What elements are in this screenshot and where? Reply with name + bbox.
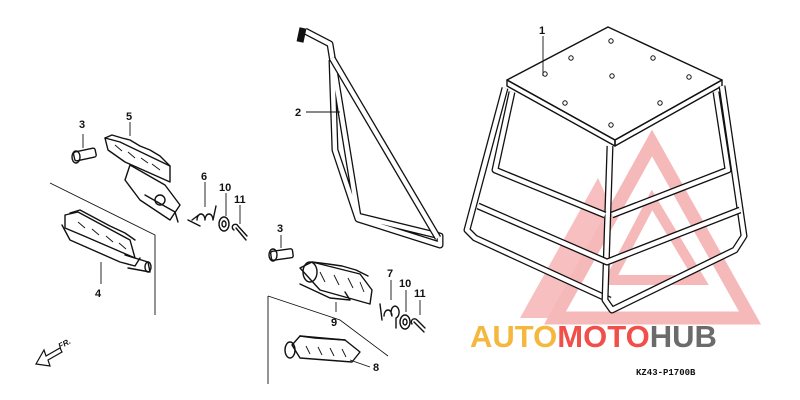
right-footpeg-group [267,235,426,384]
callout-3-right: 3 [277,223,283,235]
callout-5: 5 [126,111,132,123]
washer-10-left [218,216,230,232]
watermark-part-moto: MOTO [557,319,649,354]
callout-11-right: 11 [414,288,426,300]
spring-6 [187,205,217,227]
stand-assembly [463,26,748,314]
watermark-part-auto: AUTO [470,319,557,354]
diagram-code: KZ43-P1700B [636,368,696,378]
washer-10-right [399,314,411,330]
callout-2: 2 [295,107,301,119]
front-label: FR. [57,337,73,351]
front-direction-arrow: FR. [35,337,73,367]
cotter-pin-11-right [410,318,426,333]
cotter-pin-11-left [231,223,248,241]
watermark-logo-text: AUTOMOTOHUB [470,319,717,354]
left-footpeg-group [49,122,248,315]
callout-9: 9 [331,317,337,329]
callout-8: 8 [373,362,379,374]
pin-3-right [268,248,294,262]
callout-1: 1 [539,25,545,37]
footpeg-9 [299,261,373,305]
side-stand-frame [296,27,444,249]
pin-3-left [71,147,97,164]
svg-text:AUTOMOTOHUB: AUTOMOTOHUB [470,319,717,354]
footpeg-4 [61,209,152,273]
spring-7 [379,303,400,329]
footpeg-5 [104,134,181,223]
footpeg-8 [284,335,361,363]
callout-3-left: 3 [79,119,85,131]
callout-6: 6 [201,171,207,183]
callout-10-left: 10 [219,182,231,194]
stand-frame-tubes [463,85,748,314]
callout-11-left: 11 [234,194,246,206]
watermark-part-hub: HUB [650,319,717,354]
callout-7: 7 [387,268,393,280]
callout-4: 4 [95,288,102,300]
watermark-logo-triangle [520,129,762,325]
callout-10-right: 10 [399,278,411,290]
bolt-holes [542,38,692,128]
